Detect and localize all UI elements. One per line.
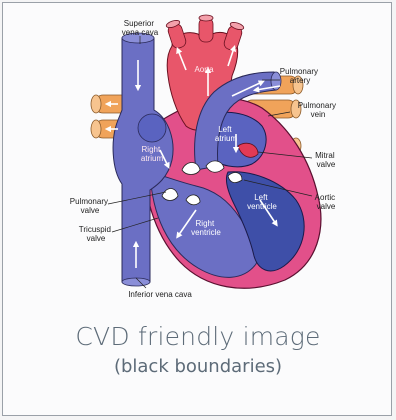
label-right-atrium: Right atrium: [141, 145, 164, 163]
label-superior-vena-cava: Superior vena cava: [122, 19, 159, 37]
label-inferior-vena-cava: Inferior vena cava: [128, 290, 192, 299]
heart-diagram: Superior vena cava Aorta Pulmonary arter…: [0, 0, 396, 310]
label-tricuspid-valve: Tricuspid valve: [79, 225, 113, 243]
label-aorta: Aorta: [194, 65, 214, 74]
label-pulmonary-vein: Pulmonary vein: [298, 101, 338, 119]
caption-title: CVD friendly image: [0, 322, 396, 351]
caption-subtitle: (black boundaries): [0, 356, 396, 377]
label-mitral-valve: Mitral valve: [315, 151, 337, 169]
label-aortic-valve: Aortic valve: [315, 193, 338, 211]
label-pulmonary-valve: Pulmonary valve: [70, 197, 110, 215]
